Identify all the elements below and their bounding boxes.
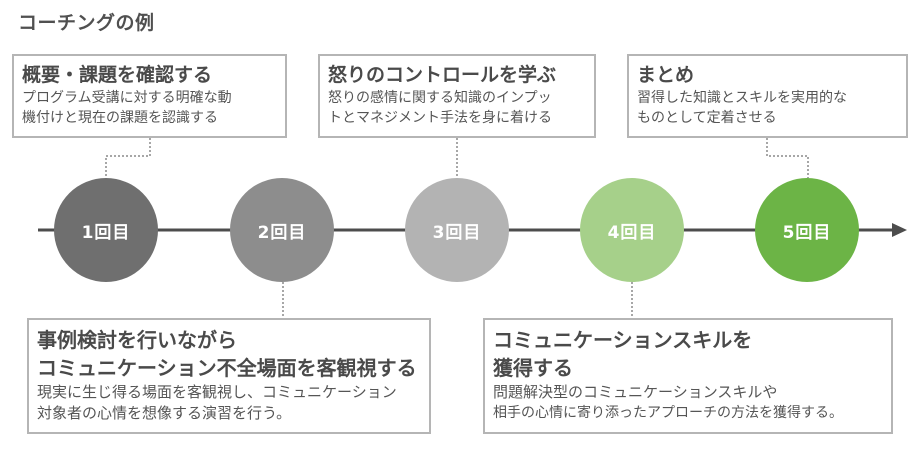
session-5-box: まとめ 習得した知識とスキルを実用的な ものとして定着させる bbox=[627, 54, 908, 138]
session-3-box: 怒りのコントロールを学ぶ 怒りの感情に関する知識のインプッ トとマネジメント手法… bbox=[318, 54, 596, 138]
session-1-desc-line: プログラム受講に対する明確な動 bbox=[22, 90, 232, 106]
session-label: 4回目 bbox=[607, 222, 657, 243]
session-1-heading: 概要・課題を確認する bbox=[22, 64, 213, 86]
session-1-desc-line: 機付けと現在の課題を認識する bbox=[22, 110, 218, 126]
session-4-desc-line: 問題解決型のコミュニケーションスキルや bbox=[493, 383, 778, 401]
session-3-desc-line: 怒りの感情に関する知識のインプッ bbox=[328, 90, 552, 106]
page-title: コーチングの例 bbox=[18, 12, 155, 34]
session-4-box: コミュニケーションスキルを 獲得する 問題解決型のコミュニケーションスキルや 相… bbox=[483, 318, 893, 434]
session-2-heading: コミュニケーション不全場面を客観視する bbox=[37, 356, 417, 380]
timeline-arrowhead bbox=[892, 223, 907, 237]
session-2-desc-line: 現実に生じ得る場面を客観視し、コミュニケーション bbox=[37, 383, 397, 401]
session-4-heading: 獲得する bbox=[493, 356, 573, 380]
session-4-desc-line: 相手の心情に寄り添ったアプローチの方法を獲得する。 bbox=[493, 405, 843, 421]
connector-s5 bbox=[766, 138, 809, 178]
session-label: 1回目 bbox=[81, 222, 131, 243]
session-circle-1: 1回目 bbox=[54, 178, 158, 282]
session-label: 3回目 bbox=[432, 222, 482, 243]
session-1-box: 概要・課題を確認する プログラム受講に対する明確な動 機付けと現在の課題を認識す… bbox=[12, 54, 287, 138]
session-circle-2: 2回目 bbox=[230, 178, 334, 282]
session-label: 5回目 bbox=[782, 222, 832, 243]
session-5-desc-line: ものとして定着させる bbox=[637, 110, 777, 126]
session-3-heading: 怒りのコントロールを学ぶ bbox=[328, 64, 557, 86]
session-5-desc-line: 習得した知識とスキルを実用的な bbox=[637, 90, 847, 106]
session-2-heading: 事例検討を行いながら bbox=[37, 328, 237, 352]
session-3-desc-line: トとマネジメント手法を身に着ける bbox=[328, 110, 552, 126]
session-2-box: 事例検討を行いながら コミュニケーション不全場面を客観視する 現実に生じ得る場面… bbox=[27, 318, 431, 434]
session-5-heading: まとめ bbox=[637, 64, 695, 86]
connector-s1 bbox=[105, 138, 151, 178]
session-2-desc-line: 対象者の心情を想像する演習を行う。 bbox=[37, 404, 292, 422]
session-circle-5: 5回目 bbox=[755, 178, 859, 282]
session-label: 2回目 bbox=[257, 222, 307, 243]
session-circle-4: 4回目 bbox=[580, 178, 684, 282]
session-circle-3: 3回目 bbox=[405, 178, 509, 282]
session-4-heading: コミュニケーションスキルを bbox=[493, 328, 753, 352]
